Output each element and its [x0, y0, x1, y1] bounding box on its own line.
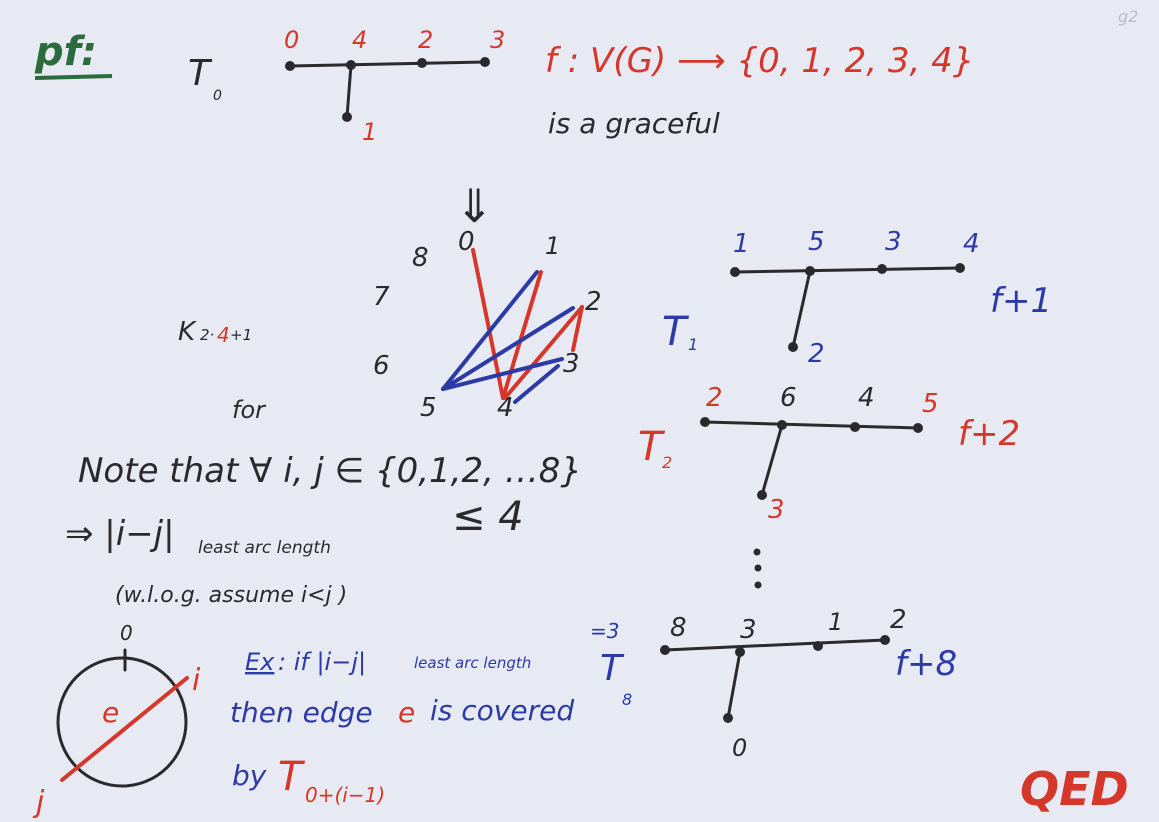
ellipsis-dots — [753, 548, 762, 589]
circle-j-label: j — [32, 785, 45, 820]
t8-node-label: 2 — [890, 605, 907, 635]
complete-graph-k9: K 2· 4 +1 0 1 2 3 4 5 6 7 8 — [178, 227, 602, 423]
t8-sub: 8 — [622, 690, 632, 709]
ex-line2-b: is covered — [430, 694, 574, 727]
vertex-label: 1 — [545, 232, 560, 260]
t1-sub: 1 — [688, 335, 698, 354]
tree-t8: T 8 8 3 1 2 0 f+8 — [600, 605, 957, 762]
note-line2-a: ⇒ |i−j| — [65, 514, 175, 554]
t0-node-label: 0 — [284, 26, 299, 54]
page-mark: g2 — [1118, 7, 1138, 26]
t0-node-label: 2 — [418, 26, 433, 54]
ex-line2-e: e — [398, 696, 415, 729]
edge-e-label: e — [102, 696, 119, 729]
tree-t0: T 0 0 4 2 3 1 — [188, 26, 505, 146]
t8-node-label: 8 — [670, 613, 687, 643]
vertex-label: 5 — [420, 393, 437, 423]
tree-t1: T 1 1 5 3 4 2 f+1 — [662, 227, 1052, 369]
t0-node-label: 4 — [352, 26, 367, 54]
t2-node-label: 6 — [780, 383, 797, 413]
t1-node-label: 4 — [963, 229, 980, 259]
t2-node-label: 2 — [706, 383, 723, 413]
ex-line3-t: T — [278, 754, 306, 800]
t8-shift: f+8 — [895, 644, 957, 684]
t1-node-label: 3 — [885, 227, 902, 257]
ex-line1-eq: =3 — [590, 619, 619, 643]
circle-i-label: i — [192, 663, 201, 698]
t2-shift: f+2 — [958, 414, 1020, 454]
ex-line3-a: by — [232, 759, 267, 792]
ex-label: Ex — [245, 648, 275, 676]
t2-sub: 2 — [662, 453, 672, 472]
vertex-label: 8 — [412, 243, 429, 273]
graceful-text: is a graceful — [548, 107, 720, 140]
t8-node-label: 3 — [740, 615, 757, 645]
t0-label: T — [188, 53, 213, 94]
vertex-label: 4 — [497, 393, 514, 423]
k-label: K — [178, 317, 197, 347]
note-line2-sub: least arc length — [198, 538, 331, 558]
tree-t2: T 2 2 6 4 5 3 f+2 — [638, 383, 1020, 525]
t2-node-label: 3 — [768, 495, 785, 525]
vertex-label: 0 — [458, 227, 475, 257]
vertex-label: 3 — [563, 349, 580, 379]
t1-node-label: 2 — [808, 339, 825, 369]
t1-label: T — [662, 309, 690, 355]
t1-node-label: 1 — [733, 229, 750, 259]
note-line3: (w.l.o.g. assume i<j ) — [115, 583, 347, 608]
ex-line2-a: then edge — [230, 696, 373, 729]
ex-line1: : if |i−j| — [278, 648, 366, 676]
implies-arrow: ⇓ — [455, 179, 494, 233]
vertex-label: 6 — [373, 351, 390, 381]
t0-node-label: 3 — [490, 26, 505, 54]
example-text: Ex : if |i−j| least arc length =3 then e… — [230, 619, 619, 807]
t0-sub: 0 — [213, 88, 222, 104]
t2-node-label: 5 — [922, 389, 939, 419]
function-definition: f : V(G) ⟶ {0, 1, 2, 3, 4} — [545, 41, 974, 81]
t8-label: T — [600, 648, 625, 689]
t0-node-label: 1 — [362, 118, 377, 146]
note-line1: Note that ∀ i, j ∈ {0,1,2, …8} — [78, 451, 582, 491]
vertex-label: 2 — [585, 287, 602, 317]
ex-line1-sub: least arc length — [414, 654, 531, 672]
pf-label: pf: — [34, 29, 97, 75]
t2-label: T — [638, 424, 666, 470]
pf-underline — [34, 74, 113, 80]
k-sub: 2· — [200, 326, 214, 344]
k-sub: 4 — [217, 323, 230, 347]
note-for: for — [232, 396, 267, 424]
t1-node-label: 5 — [808, 227, 825, 257]
t1-shift: f+1 — [990, 281, 1052, 321]
qed-mark: QED — [1020, 762, 1129, 816]
k-sub: +1 — [230, 326, 252, 344]
t8-node-label: 0 — [732, 734, 747, 762]
ex-line3-sub: 0+(i−1) — [305, 783, 385, 807]
circle-diagram: 0 i j e — [32, 621, 201, 820]
note-line2-b: ≤ 4 — [452, 494, 524, 540]
circle-top-label: 0 — [120, 621, 133, 645]
t8-node-label: 1 — [828, 608, 843, 636]
t2-node-label: 4 — [858, 383, 875, 413]
vertex-label: 7 — [373, 282, 390, 312]
